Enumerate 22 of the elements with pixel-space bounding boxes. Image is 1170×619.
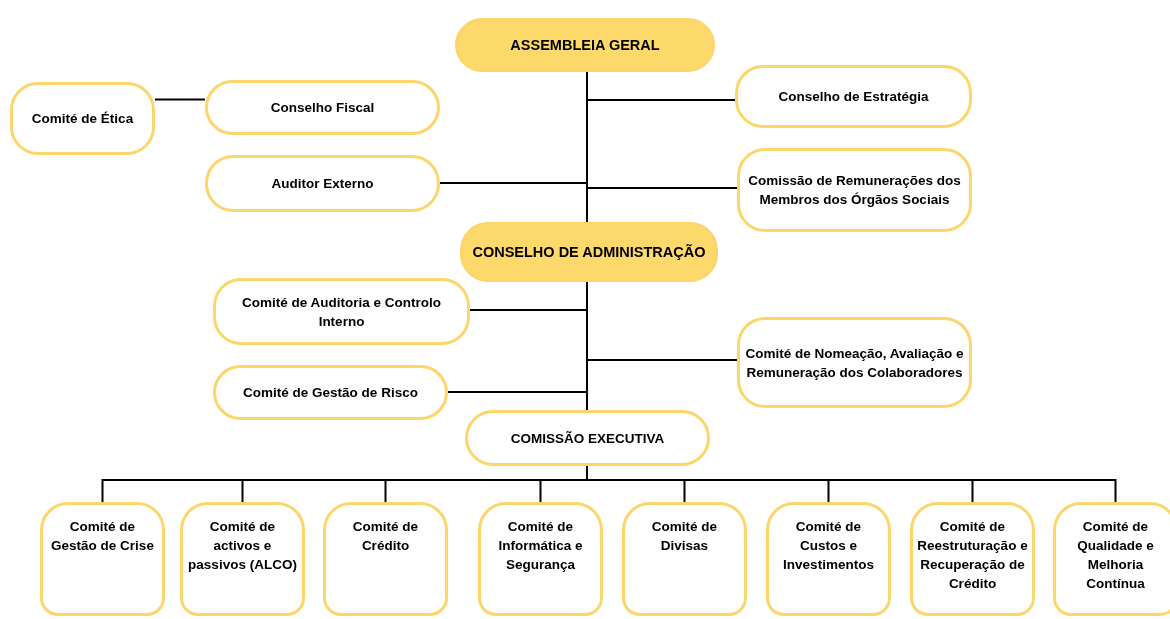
connector-line (586, 281, 588, 411)
committee-box: Comité de Crédito (323, 502, 448, 616)
committee-box: COMISSÃO EXECUTIVA (465, 410, 710, 466)
committee-box: Conselho de Estratégia (735, 65, 972, 128)
committee-box: Comité de Nomeação, Avaliação e Remuneração dos Colaboradores (737, 317, 972, 408)
committee-box: Comité de Gestão de Risco (213, 365, 448, 420)
committee-box: Comissão de Remunerações dos Membros dos Órgãos Sociais (737, 148, 972, 232)
committee-box: Comité de Qualidade e Melhoria Contínua (1053, 502, 1170, 616)
committee-box: Auditor Externo (205, 155, 440, 212)
connector-line (586, 71, 588, 223)
committee-box: Comité de activos e passivos (ALCO) (180, 502, 305, 616)
committee-box: Conselho Fiscal (205, 80, 440, 135)
committee-box: Comité de Informática e Segurança (478, 502, 603, 616)
heading-box: CONSELHO DE ADMINISTRAÇÃO (460, 222, 718, 282)
committee-box: Comité de Gestão de Crise (40, 502, 165, 616)
committee-box: Comité de Auditoria e Controlo Interno (213, 278, 470, 345)
committee-box: Comité de Custos e Investimentos (766, 502, 891, 616)
committee-box: Comité de Ética (10, 82, 155, 155)
committee-box: Comité de Reestruturação e Recuperação de Crédito (910, 502, 1035, 616)
heading-box: ASSEMBLEIA GERAL (455, 18, 715, 72)
connector-line (154, 98, 206, 101)
committee-box: Comité de Divisas (622, 502, 747, 616)
